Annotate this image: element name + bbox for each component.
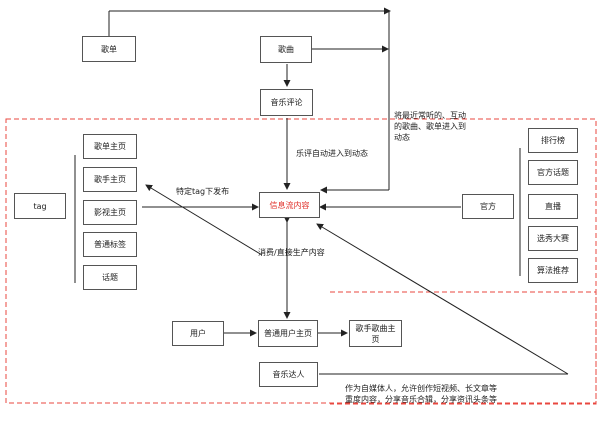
lower-region — [330, 291, 597, 405]
node-huati: 话题 — [83, 265, 137, 290]
node-yingshi-zhuye: 影视主页 — [83, 200, 137, 225]
label-xiaofei: 消费/直接生产内容 — [258, 248, 325, 257]
label-zimeiti-2: 重度内容，分享音乐合辑，分享资讯头条等 — [345, 395, 497, 404]
node-guanfang: 官方 — [462, 194, 514, 219]
node-putong-biaoqian: 普通标签 — [83, 232, 137, 257]
label-jinqi-1: 将最近常听的、互动 — [394, 111, 466, 120]
label-yueping: 乐评自动进入到动态 — [296, 149, 368, 158]
main-region — [5, 118, 597, 404]
node-geshou-zhuye: 歌手主页 — [83, 167, 137, 192]
node-paihangbang: 排行榜 — [528, 128, 578, 153]
node-geshou-gequ-zhuye: 歌手歌曲主页 — [349, 320, 402, 347]
label-tag-fabu: 特定tag下发布 — [176, 187, 230, 196]
label-jinqi-3: 动态 — [394, 133, 410, 142]
node-zhibo: 直播 — [528, 194, 578, 219]
node-gedan: 歌单 — [82, 36, 136, 62]
node-putong-yonghu-zhuye: 普通用户主页 — [258, 320, 318, 347]
node-yonghu: 用户 — [172, 321, 224, 346]
node-suanfa-tuijian: 算法推荐 — [528, 258, 578, 283]
node-gedan-zhuye: 歌单主页 — [83, 134, 137, 159]
node-tag: tag — [14, 193, 66, 219]
node-xuanxiu-dasai: 选秀大赛 — [528, 226, 578, 251]
node-guanfang-huati: 官方话题 — [528, 160, 578, 185]
node-gequ: 歌曲 — [260, 36, 312, 63]
label-zimeiti-1: 作为自媒体人，允许创作短视频、长文章等 — [345, 384, 497, 393]
node-xinxiliu: 信息流内容 — [259, 192, 320, 218]
node-yinyue-pinglun: 音乐评论 — [260, 89, 313, 116]
label-jinqi-2: 的歌曲、歌单进入到 — [394, 122, 466, 131]
node-yinyue-daren: 音乐达人 — [259, 362, 318, 387]
